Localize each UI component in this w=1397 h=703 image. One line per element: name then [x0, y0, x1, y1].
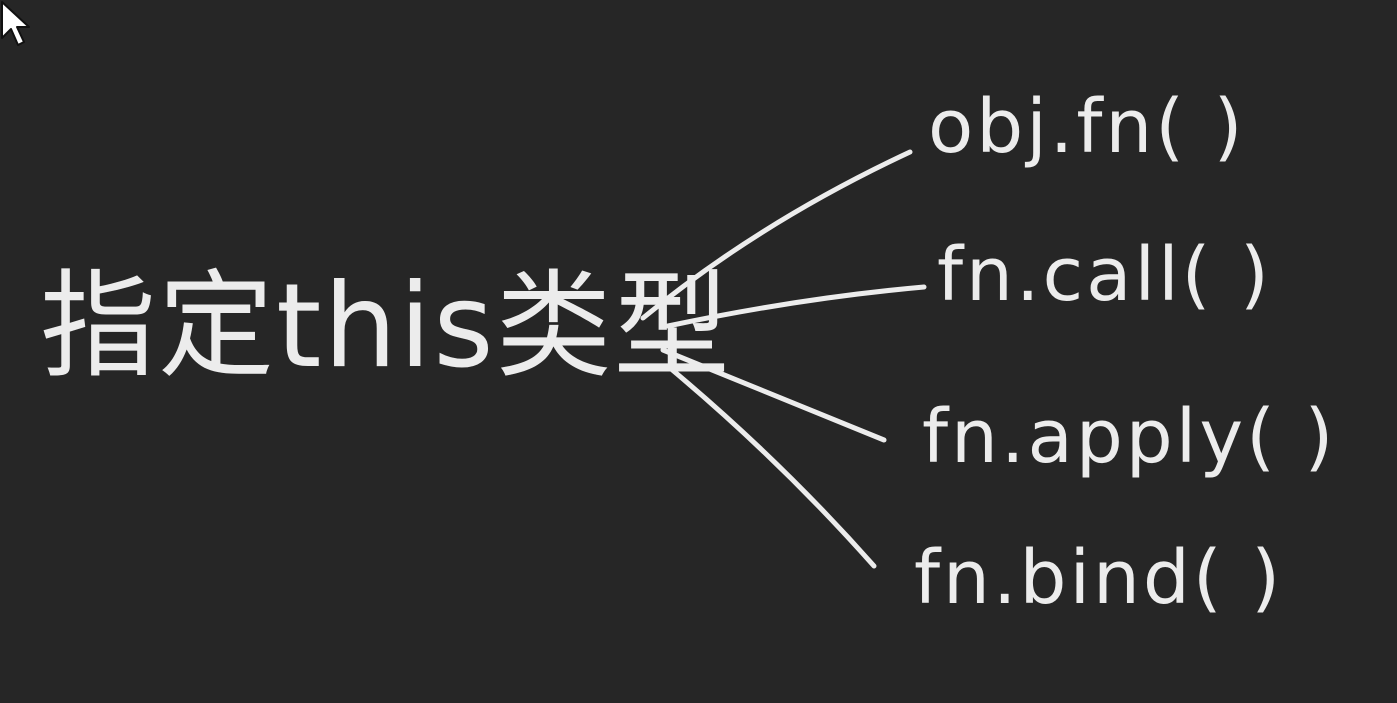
connector-root-to-obj-fn: [640, 149, 913, 321]
connector-root-to-fn-call: [665, 284, 927, 329]
branch-label-fn-call: fn.call( ): [937, 232, 1272, 318]
branch-label-fn-apply: fn.apply( ): [922, 394, 1336, 480]
connector-root-to-fn-bind: [667, 365, 877, 569]
connector-root-to-fn-apply: [660, 347, 887, 443]
branch-label-obj-fn: obj.fn( ): [928, 84, 1246, 170]
mouse-pointer-icon: [1, 1, 30, 46]
branch-label-fn-bind: fn.bind( ): [914, 535, 1283, 621]
root-node-label: 指定this类型: [40, 259, 732, 394]
